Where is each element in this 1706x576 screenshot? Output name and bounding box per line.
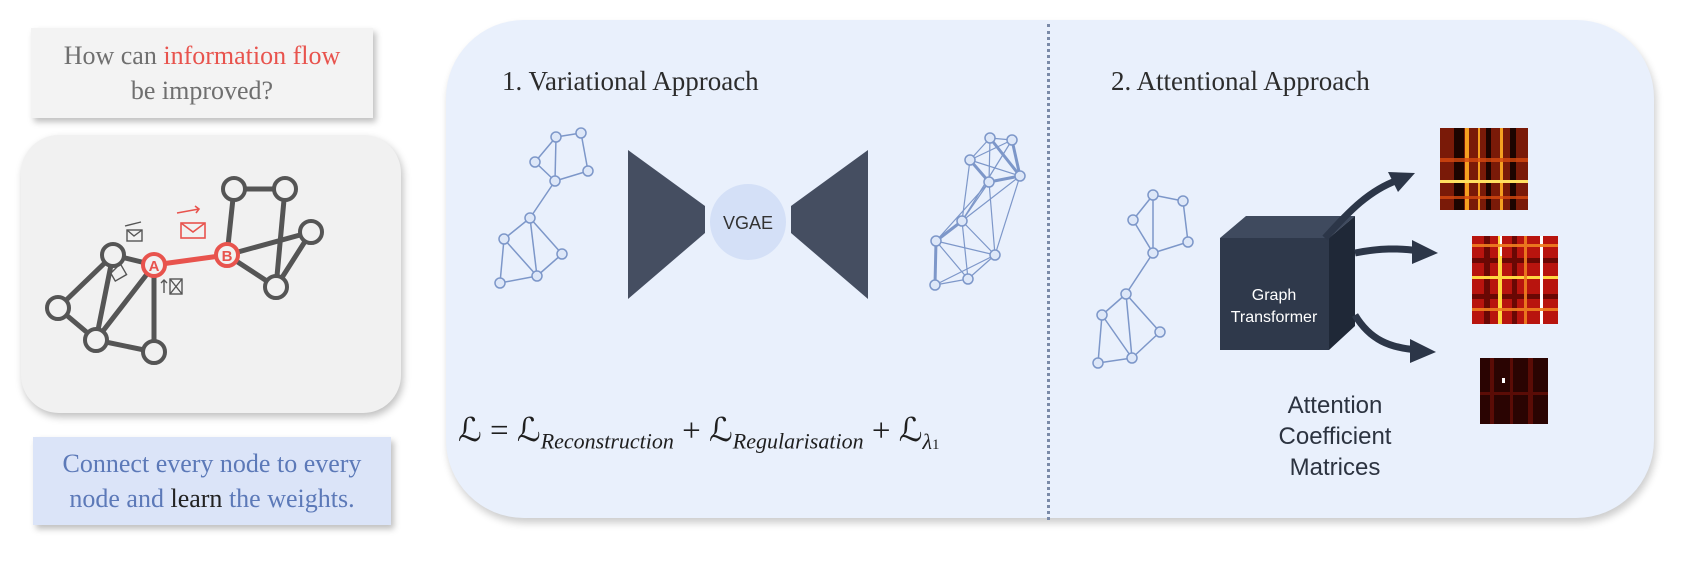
loss-term-regularisation: Regularisation [732,428,864,454]
loss-term-reconstruction: Reconstruction [540,428,674,454]
attention-matrix-1 [1440,128,1528,210]
question-highlight: information flow [163,41,341,70]
node-b-label: B [222,248,233,265]
encoder-shape [628,150,705,299]
panel-divider [1047,24,1050,520]
answer-line1: Connect every node to every [62,449,362,478]
loss-formula: ℒ = ℒReconstruction + ℒRegularisation + … [458,410,940,454]
cube-label-line2: Transformer [1231,309,1318,326]
input-graph [494,127,594,289]
answer-line2-a: node and [69,484,171,513]
answer-box: Connect every node to every node and lea… [33,437,391,525]
vgae-label: VGAE [723,213,773,233]
arrow-head-icon [1412,240,1438,264]
cube-label-line1: Graph [1252,287,1296,304]
question-prefix: How can [63,41,164,70]
vgae-diagram: VGAE [494,127,1026,299]
node-a-label: A [149,258,160,275]
attention-caption: Attention Coefficient Matrices [1278,392,1392,481]
message-passing-graph-card [21,135,401,413]
variational-title: 1. Variational Approach [502,66,759,96]
attention-matrix-3 [1480,358,1548,424]
arrow-head-icon [1388,172,1415,192]
attention-matrix-2 [1472,236,1558,324]
question-box: How can information flow be improved? [31,28,373,118]
answer-emphasis: learn [170,484,223,513]
graph-transformer-cube: Graph Transformer [1220,216,1355,350]
answer-line2-b: the weights. [222,484,355,513]
decoder-shape [791,150,868,299]
envelope-icon [176,205,206,239]
attentional-title: 2. Attentional Approach [1111,66,1370,96]
loss-term-lambda: λ1 [922,428,940,454]
graph-transformer-diagram: Graph Transformer [1092,172,1438,369]
question-suffix: be improved? [130,76,274,105]
message-passing-graph: A B [45,176,324,365]
node-a [141,252,167,278]
node-b [214,242,240,268]
arrow-head-icon [1410,339,1436,363]
envelope-icon [107,221,183,295]
attention-input-graph [1092,189,1194,369]
latent-circle [710,184,786,260]
output-graph [929,132,1026,291]
